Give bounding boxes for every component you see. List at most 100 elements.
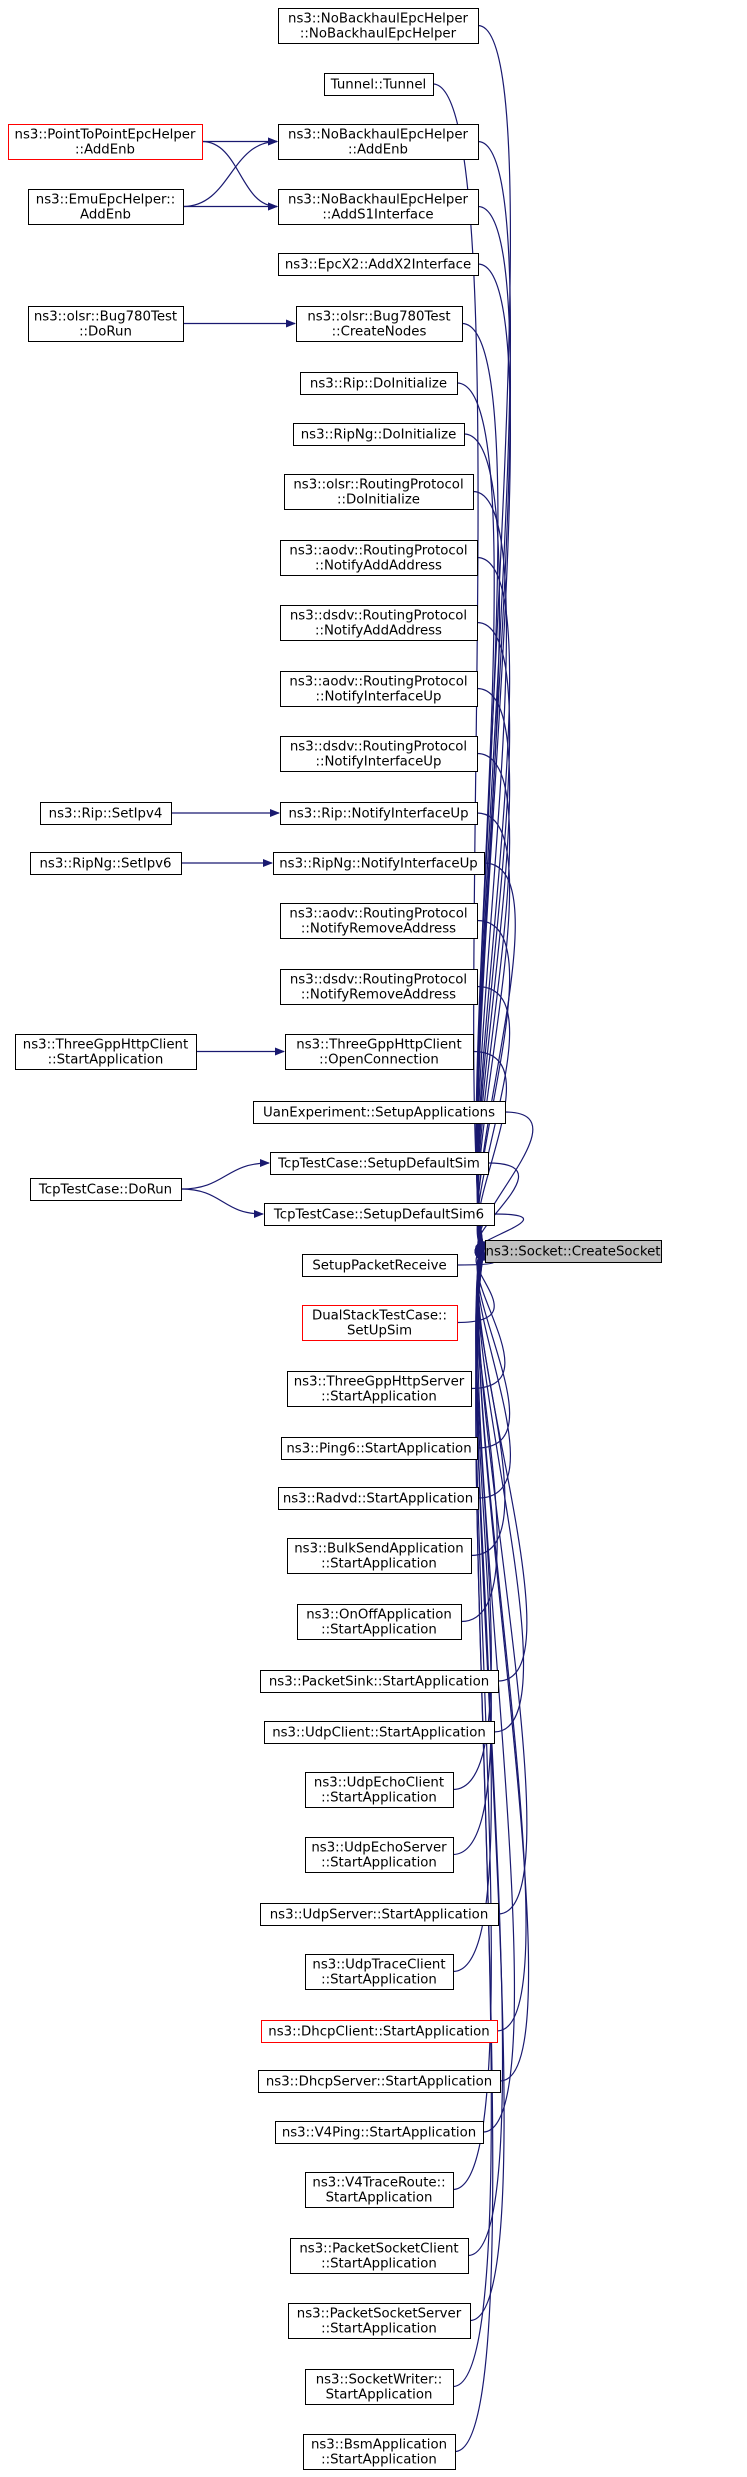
node-label-line[interactable]: ns3::V4TraceRoute:: <box>312 2176 445 2191</box>
node-label-line[interactable]: ns3::Rip::DoInitialize <box>310 377 447 392</box>
node-label-line[interactable]: ns3::EpcX2::AddX2Interface <box>285 258 471 273</box>
node-label-line[interactable]: UanExperiment::SetupApplications <box>263 1106 495 1121</box>
node-aodv_rmaddr[interactable]: ns3::aodv::RoutingProtocol::NotifyRemove… <box>280 903 478 939</box>
node-box[interactable] <box>302 1305 458 1341</box>
node-label-line[interactable]: ns3::RipNg::NotifyInterfaceUp <box>279 857 478 872</box>
node-bulksend_start[interactable]: ns3::BulkSendApplication::StartApplicati… <box>287 1538 472 1574</box>
node-tcp_setupsim[interactable]: TcpTestCase::SetupDefaultSim <box>270 1152 489 1175</box>
node-rip_setipv4[interactable]: ns3::Rip::SetIpv4 <box>40 802 172 825</box>
node-aodv_addaddr[interactable]: ns3::aodv::RoutingProtocol::NotifyAddAdd… <box>280 540 478 576</box>
node-label-line[interactable]: ns3::dsdv::RoutingProtocol <box>290 740 467 755</box>
node-label-line[interactable]: ns3::ThreeGppHttpClient <box>296 1038 461 1053</box>
node-label-line[interactable]: ns3::NoBackhaulEpcHelper <box>288 12 468 27</box>
node-label-line[interactable]: SetupPacketReceive <box>312 1259 446 1274</box>
node-box[interactable] <box>30 852 182 875</box>
node-box[interactable] <box>287 1371 472 1407</box>
node-box[interactable] <box>302 1254 458 1277</box>
node-target[interactable]: ns3::Socket::CreateSocket <box>485 1240 662 1263</box>
node-label-line[interactable]: Tunnel::Tunnel <box>330 78 426 93</box>
node-bug780_create[interactable]: ns3::olsr::Bug780Test::CreateNodes <box>296 306 463 342</box>
node-label-line[interactable]: ns3::NoBackhaulEpcHelper <box>288 128 468 143</box>
node-label-line[interactable]: ns3::Rip::NotifyInterfaceUp <box>288 807 468 822</box>
node-label-line[interactable]: ::DoInitialize <box>337 493 420 508</box>
node-box[interactable] <box>8 124 203 160</box>
node-tcp_dorun[interactable]: TcpTestCase::DoRun <box>30 1178 182 1201</box>
node-box[interactable] <box>288 2303 471 2339</box>
node-box[interactable] <box>258 2070 501 2093</box>
node-nbh_ctor[interactable]: ns3::NoBackhaulEpcHelper::NoBackhaulEpcH… <box>278 8 479 44</box>
node-label-line[interactable]: ::StartApplication <box>321 1390 437 1405</box>
node-label-line[interactable]: ns3::BsmApplication <box>311 2438 447 2453</box>
node-box[interactable] <box>278 1487 479 1510</box>
node-box[interactable] <box>40 802 172 825</box>
node-box[interactable] <box>278 189 479 225</box>
node-label-line[interactable]: ::NotifyRemoveAddress <box>301 988 456 1003</box>
node-box[interactable] <box>278 253 479 276</box>
node-ripng_ifup[interactable]: ns3::RipNg::NotifyInterfaceUp <box>273 852 485 875</box>
node-label-line[interactable]: ns3::ThreeGppHttpServer <box>294 1375 465 1390</box>
node-pktsockclient_start[interactable]: ns3::PacketSocketClient::StartApplicatio… <box>290 2238 469 2274</box>
node-tcp_setupsim6[interactable]: TcpTestCase::SetupDefaultSim6 <box>264 1203 495 1226</box>
node-box[interactable] <box>280 969 478 1005</box>
node-dualstack[interactable]: DualStackTestCase::SetUpSim <box>302 1305 458 1341</box>
node-label-line[interactable]: ::AddEnb <box>75 143 135 158</box>
node-label-line[interactable]: ns3::UdpEchoClient <box>314 1776 444 1791</box>
node-label-line[interactable]: ::NoBackhaulEpcHelper <box>300 27 457 42</box>
node-label-line[interactable]: ns3::OnOffApplication <box>306 1608 452 1623</box>
node-label-line[interactable]: ns3::aodv::RoutingProtocol <box>289 675 467 690</box>
node-label-line[interactable]: DualStackTestCase:: <box>312 1309 447 1324</box>
node-label-line[interactable]: TcpTestCase::DoRun <box>38 1183 172 1198</box>
node-ripng_setipv6[interactable]: ns3::RipNg::SetIpv6 <box>30 852 182 875</box>
node-box[interactable] <box>278 124 479 160</box>
node-sockwriter_start[interactable]: ns3::SocketWriter::StartApplication <box>305 2369 454 2405</box>
node-pktsockserver_start[interactable]: ns3::PacketSocketServer::StartApplicatio… <box>288 2303 471 2339</box>
node-rip_doinit[interactable]: ns3::Rip::DoInitialize <box>300 372 458 395</box>
node-label-line[interactable]: TcpTestCase::SetupDefaultSim <box>277 1157 480 1172</box>
node-label-line[interactable]: ns3::UdpTraceClient <box>312 1958 445 1973</box>
node-label-line[interactable]: ::StartApplication <box>321 2257 437 2272</box>
node-box[interactable] <box>287 1538 472 1574</box>
node-label-line[interactable]: ::StartApplication <box>321 1856 437 1871</box>
node-dhcpclient_start[interactable]: ns3::DhcpClient::StartApplication <box>261 2020 498 2043</box>
node-label-line[interactable]: ::AddS1Interface <box>322 208 433 223</box>
node-udpechoclient_start[interactable]: ns3::UdpEchoClient::StartApplication <box>305 1772 454 1808</box>
node-dsdv_ifup[interactable]: ns3::dsdv::RoutingProtocol::NotifyInterf… <box>280 736 478 772</box>
node-dsdv_rmaddr[interactable]: ns3::dsdv::RoutingProtocol::NotifyRemove… <box>280 969 478 1005</box>
node-emu_addenb[interactable]: ns3::EmuEpcHelper::AddEnb <box>28 189 184 225</box>
node-box[interactable] <box>290 2238 469 2274</box>
node-label-line[interactable]: ns3::Rip::SetIpv4 <box>49 807 163 822</box>
node-box[interactable] <box>15 1034 197 1070</box>
node-label-line[interactable]: ::StartApplication <box>321 2322 437 2337</box>
node-ping6_start[interactable]: ns3::Ping6::StartApplication <box>281 1437 478 1460</box>
node-label-line[interactable]: ns3::RipNg::SetIpv6 <box>39 857 171 872</box>
node-label-line[interactable]: ns3::olsr::Bug780Test <box>307 310 450 325</box>
node-box[interactable] <box>280 605 478 641</box>
node-label-line[interactable]: ns3::olsr::RoutingProtocol <box>293 478 463 493</box>
node-http_openconn[interactable]: ns3::ThreeGppHttpClient::OpenConnection <box>285 1034 474 1070</box>
node-label-line[interactable]: ::StartApplication <box>321 1791 437 1806</box>
node-label-line[interactable]: ::NotifyAddAddress <box>315 559 442 574</box>
node-radvd_start[interactable]: ns3::Radvd::StartApplication <box>278 1487 479 1510</box>
node-box[interactable] <box>284 474 474 510</box>
node-box[interactable] <box>28 189 184 225</box>
node-udpserver_start[interactable]: ns3::UdpServer::StartApplication <box>260 1903 499 1926</box>
node-label-line[interactable]: ns3::olsr::Bug780Test <box>34 310 177 325</box>
node-udptrace_start[interactable]: ns3::UdpTraceClient::StartApplication <box>305 1954 454 1990</box>
node-label-line[interactable]: ns3::Socket::CreateSocket <box>486 1245 661 1260</box>
node-box[interactable] <box>273 852 485 875</box>
node-label-line[interactable]: ::OpenConnection <box>319 1053 439 1068</box>
node-label-line[interactable]: ns3::SocketWriter:: <box>316 2373 443 2388</box>
node-http_server_start[interactable]: ns3::ThreeGppHttpServer::StartApplicatio… <box>287 1371 472 1407</box>
node-box[interactable] <box>305 2369 454 2405</box>
node-box[interactable] <box>280 802 478 825</box>
node-box[interactable] <box>280 736 478 772</box>
node-label-line[interactable]: ::StartApplication <box>321 2453 437 2468</box>
node-box[interactable] <box>303 2434 456 2470</box>
node-box[interactable] <box>30 1178 182 1201</box>
node-label-line[interactable]: ::CreateNodes <box>332 325 427 340</box>
node-udpclient_start[interactable]: ns3::UdpClient::StartApplication <box>264 1721 495 1744</box>
node-label-line[interactable]: ::NotifyInterfaceUp <box>316 755 442 770</box>
node-label-line[interactable]: ::NotifyInterfaceUp <box>316 690 442 705</box>
node-label-line[interactable]: ::NotifyAddAddress <box>315 624 442 639</box>
node-label-line[interactable]: ns3::DhcpClient::StartApplication <box>268 2025 489 2040</box>
